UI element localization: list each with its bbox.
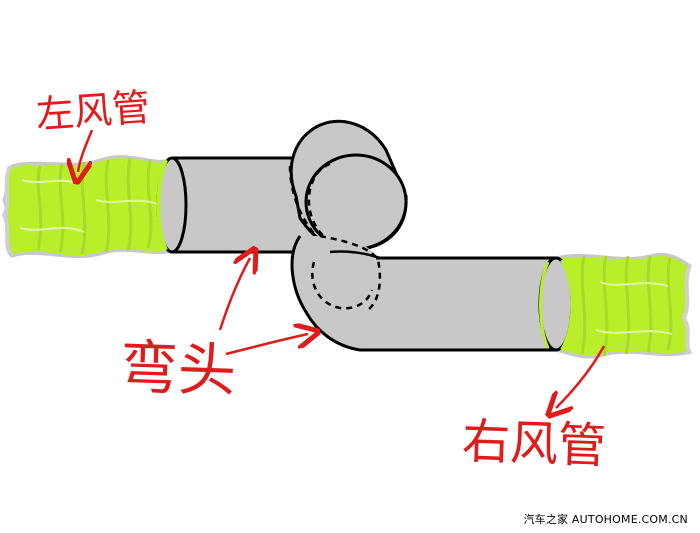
left-duct-pointer	[78, 129, 94, 172]
right-flexible-duct	[554, 252, 693, 359]
left-flexible-duct	[1, 155, 178, 259]
right-tube-end	[538, 256, 575, 352]
annotation-arrows	[78, 129, 606, 408]
right-duct-pointer	[556, 345, 606, 408]
lower-elbow	[290, 234, 556, 352]
right-duct-label: 右风管	[461, 413, 607, 475]
elbow-label: 弯头	[118, 332, 238, 406]
site-watermark: 汽车之家 AUTOHOME.COM.CN	[523, 513, 688, 526]
left-duct-label: 左风管	[34, 85, 152, 137]
elbow-pointer-upper	[218, 258, 250, 331]
elbow-pointer-lower	[225, 334, 308, 356]
